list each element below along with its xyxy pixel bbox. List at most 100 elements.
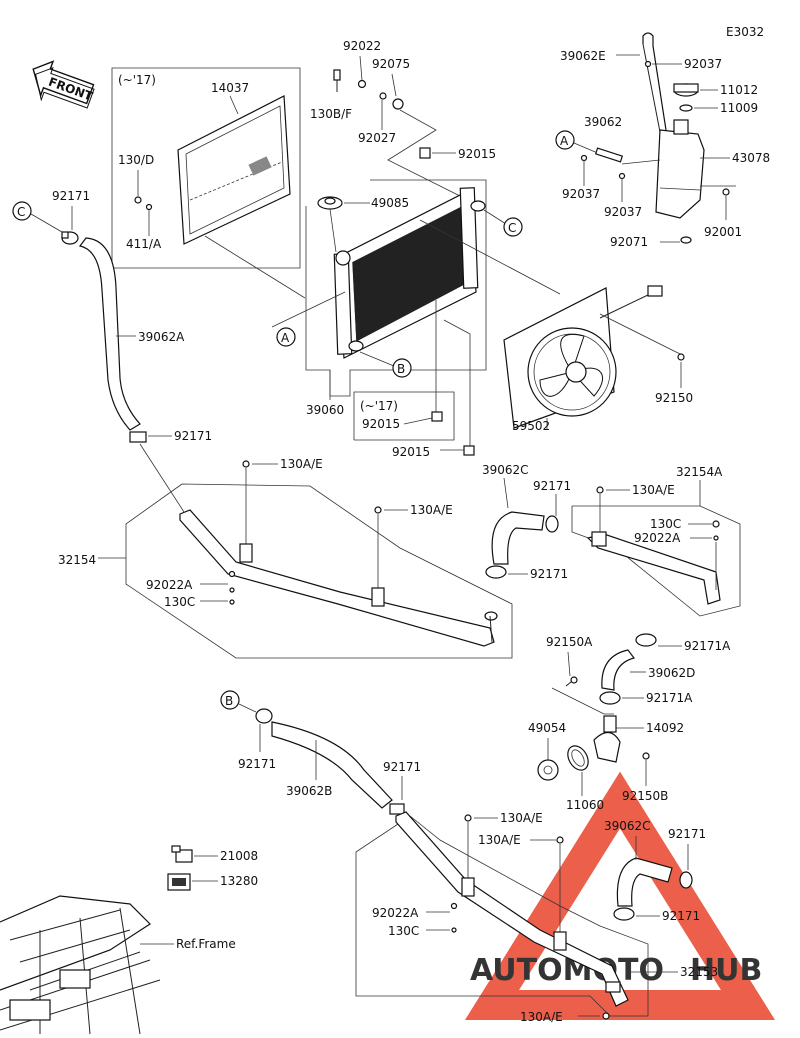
label-411a: 411/A: [126, 237, 162, 251]
label-92171-g: 92171: [668, 827, 706, 841]
hose-39062d: [601, 649, 636, 691]
clip-icon: [644, 60, 652, 68]
bolt-icon: [677, 353, 685, 361]
ref-a-marker-2: [555, 130, 575, 150]
label-92015-c: 92015: [392, 445, 430, 459]
label-32154: 32154: [58, 553, 96, 567]
label-39062a: 39062A: [138, 330, 185, 344]
pipe-32154: [179, 509, 498, 647]
radiator-core: [333, 187, 486, 359]
bolt-icon: [464, 814, 472, 822]
label-92022-top: 92022: [343, 39, 381, 53]
bolt-icon: [596, 486, 604, 494]
clip-21008-icon: [171, 845, 193, 863]
label-11060: 11060: [566, 798, 604, 812]
clamp-icon: [255, 708, 273, 724]
bolt-icon: [556, 836, 564, 844]
year-note-2: (~'17): [360, 399, 398, 413]
label-130ae-d: 130A/E: [500, 811, 543, 825]
label-92022a-c: 92022A: [372, 906, 419, 920]
label-130ae-e: 130A/E: [478, 833, 521, 847]
label-92171-b: 92171: [174, 429, 212, 443]
label-130c-a: 130C: [164, 595, 195, 609]
washer-icon: [145, 203, 153, 211]
bolt-icon: [242, 460, 250, 468]
label-49054: 49054: [528, 721, 566, 735]
label-11009: 11009: [720, 101, 758, 115]
label-92071: 92071: [610, 235, 648, 249]
label-ref-frame: Ref.Frame: [176, 937, 236, 951]
washer-icon: [713, 535, 719, 541]
label-39062e: 39062E: [560, 49, 606, 63]
label-92150-top: 92150: [655, 391, 693, 405]
overflow-hose-icon: [642, 32, 667, 133]
bolt-icon: [134, 196, 142, 204]
clamp-icon: [613, 907, 635, 921]
ref-a-1: A: [281, 331, 290, 345]
thermostat-icon: [537, 759, 559, 781]
ref-c-2: C: [17, 205, 25, 219]
label-92171-a: 92171: [52, 189, 90, 203]
bolt-icon: [229, 587, 235, 593]
ref-c-marker-1: [503, 217, 523, 237]
clamp-icon: [389, 803, 405, 815]
thermostat-housing-14092: [593, 715, 621, 763]
label-92022a-b: 92022A: [634, 531, 681, 545]
gasket-icon: [679, 104, 693, 112]
bracket-13280-icon: [167, 873, 191, 891]
bolt-icon: [642, 752, 650, 760]
bolt-icon: [451, 927, 457, 933]
label-21008: 21008: [220, 849, 258, 863]
label-32153: 32153: [680, 965, 718, 979]
frame-illustration: [0, 895, 161, 1035]
label-130ae-a: 130A/E: [280, 457, 323, 471]
label-11012: 11012: [720, 83, 758, 97]
label-130bf: 130B/F: [310, 107, 352, 121]
collar-icon: [379, 92, 387, 100]
label-92015-b: 92015: [362, 417, 400, 431]
clamp-icon: [485, 565, 507, 579]
label-49085: 49085: [371, 196, 409, 210]
ref-a-2: A: [560, 134, 569, 148]
label-92171-c: 92171: [533, 479, 571, 493]
label-130ae-f: 130A/E: [520, 1010, 563, 1024]
label-43078: 43078: [732, 151, 770, 165]
front-arrow-icon: FRONT: [32, 60, 95, 109]
bolt-icon: [712, 520, 720, 528]
ref-b-2: B: [225, 694, 233, 708]
ref-c-marker-2: [12, 201, 32, 221]
label-92171a-a: 92171A: [684, 639, 731, 653]
label-92150a: 92150A: [546, 635, 593, 649]
label-39062b: 39062B: [286, 784, 332, 798]
clamp-icon: [635, 633, 657, 647]
watermark-right: HUB: [690, 953, 762, 988]
label-92075: 92075: [372, 57, 410, 71]
label-32154a: 32154A: [676, 465, 723, 479]
label-39062c-a: 39062C: [482, 463, 529, 477]
reservoir-tank: [655, 119, 705, 219]
radiator-cap-icon: [317, 196, 343, 210]
washer-icon: [450, 902, 458, 910]
label-130ae-c: 130A/E: [632, 483, 675, 497]
watermark-left: AUTOMOTO: [470, 953, 664, 988]
grommet-icon: [431, 411, 443, 422]
label-92171-f: 92171: [383, 760, 421, 774]
bolt-130bf-icon: [333, 69, 341, 92]
hose-39062c-upper: [491, 511, 545, 565]
hose-39062b: [271, 721, 393, 809]
label-14037: 14037: [211, 81, 249, 95]
watermark-logo: AUTOMOTO HUB: [464, 771, 776, 1020]
bolt-icon: [229, 599, 235, 605]
label-92037-c: 92037: [604, 205, 642, 219]
label-130d: 130/D: [118, 153, 154, 167]
label-92150b: 92150B: [622, 789, 668, 803]
clamp-icon: [61, 231, 79, 245]
radiator-screen: [177, 95, 291, 245]
label-59502: 59502: [512, 419, 550, 433]
grommet-icon: [419, 147, 431, 159]
label-39060: 39060: [306, 403, 344, 417]
pipe-32153: [395, 811, 629, 1007]
label-130ae-b: 130A/E: [410, 503, 453, 517]
clamp-icon: [599, 691, 621, 705]
clip-icon: [618, 172, 626, 180]
